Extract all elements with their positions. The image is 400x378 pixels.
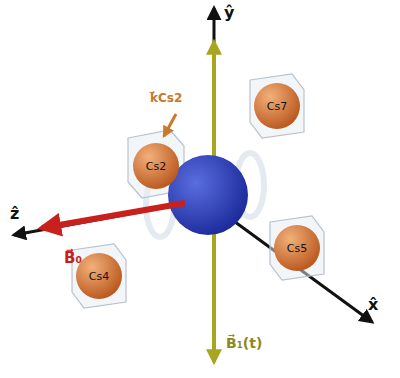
vector-label: k⃗Cs2 xyxy=(150,92,182,105)
b0-arrow xyxy=(42,203,185,228)
cell-label: Cs2 xyxy=(146,160,166,173)
cesium-cell: Cs5 xyxy=(273,224,321,272)
k-arrow xyxy=(164,114,176,136)
vector-label: B⃗₁(t) xyxy=(226,336,262,351)
axis-label: ẑ xyxy=(10,205,19,223)
cesium-cell: Cs2 xyxy=(132,142,180,190)
central-sphere xyxy=(168,155,248,235)
cesium-cell: Cs4 xyxy=(75,252,123,300)
cesium-cell: Cs7 xyxy=(253,82,301,130)
axis-label: ŷ xyxy=(224,4,234,22)
vector-label: B⃗₀ xyxy=(64,250,82,267)
cell-label: Cs7 xyxy=(267,100,287,113)
axis-label: x̂ xyxy=(368,296,378,314)
cell-label: Cs4 xyxy=(89,270,109,283)
cell-label: Cs5 xyxy=(287,242,307,255)
